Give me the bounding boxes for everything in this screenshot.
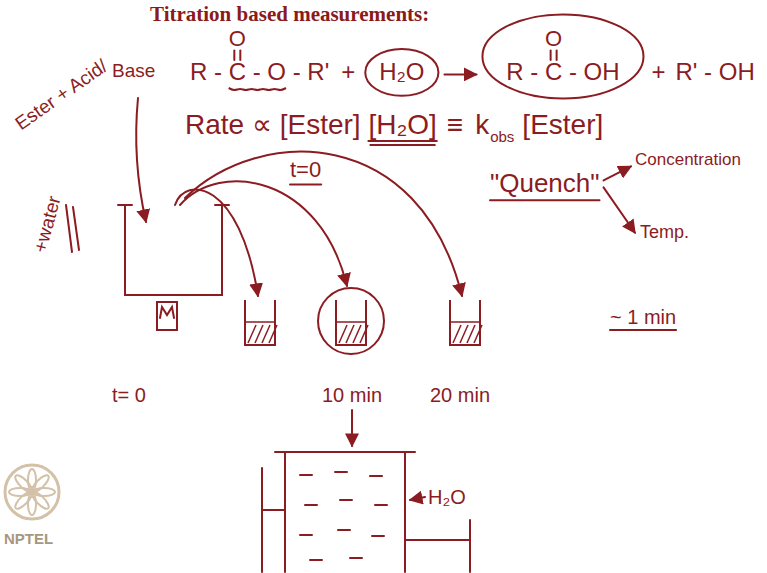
- liquid-hatching: [460, 325, 468, 343]
- sample-beaker: [245, 300, 482, 345]
- reaction-vessel: [125, 205, 222, 295]
- sample-time: 10 min: [322, 383, 382, 407]
- alcohol-formula: R' - OH: [676, 58, 755, 87]
- water-formula: H₂O: [379, 58, 424, 87]
- equivalence-sign: ≡: [447, 108, 463, 142]
- measured-strokes: [229, 14, 677, 500]
- quench-method: Temp.: [640, 222, 689, 244]
- liquid-level: [450, 321, 480, 323]
- liquid-hatching: [453, 325, 461, 343]
- mixture-note: Base: [112, 60, 155, 83]
- transfer-arrow: [180, 181, 347, 286]
- transfer-arrow: [136, 98, 462, 296]
- transfer-arrow: [351, 410, 353, 446]
- reaction-arrow: [444, 73, 476, 75]
- acid-formula: R - C - OH: [506, 58, 619, 87]
- carbonyl-oxygen: O: [545, 26, 562, 52]
- water-underline: [66, 205, 79, 252]
- wavy-underline: [229, 88, 286, 90]
- nptel-logo-text: NPTEL: [4, 530, 53, 548]
- quench-arrow: [604, 166, 631, 180]
- liquid-hatching: [467, 325, 475, 343]
- liquid-hatching: [339, 325, 347, 343]
- plus-sign: +: [652, 58, 666, 87]
- nptel-emblem: [13, 473, 34, 494]
- liquid-hatching: [255, 325, 263, 343]
- quench-heading: "Quench": [490, 168, 600, 199]
- stirrer-symbol: [157, 302, 177, 330]
- transfer-arrow: [185, 152, 462, 296]
- double-underline: [368, 140, 436, 142]
- liquid-level: [245, 321, 275, 323]
- nptel-emblem: [5, 465, 59, 519]
- plus-sign: +: [341, 58, 355, 87]
- mixture-note: +water: [29, 194, 66, 256]
- product-circle: [482, 14, 643, 98]
- liquid-hatching: [474, 325, 482, 343]
- rate-constant: k: [475, 108, 489, 142]
- ester-formula: R - C - O - R': [190, 58, 329, 87]
- stirrer-symbol: [160, 307, 174, 318]
- sample-circle: [318, 288, 384, 354]
- vessel-rim: [118, 204, 229, 206]
- liquid-hatching: [360, 325, 368, 343]
- rate-law: Rate ∝ [Ester] [H₂O]: [185, 108, 437, 142]
- liquid-hatching: [346, 325, 354, 343]
- quench-method: Concentration: [635, 150, 741, 170]
- slide-title: Titration based measurements:: [150, 2, 429, 27]
- time-note: ~ 1 min: [610, 305, 676, 329]
- bath-jacket: [262, 468, 470, 572]
- liquid-hatching: [353, 325, 361, 343]
- liquid-hatching: [269, 325, 277, 343]
- carbonyl-oxygen: O: [229, 26, 246, 52]
- sample-circle: [318, 288, 384, 354]
- water-dashes: [300, 472, 387, 560]
- underline: [290, 183, 321, 185]
- underline: [610, 329, 676, 331]
- reaction-vessel: [118, 205, 229, 295]
- ester-concentration: [Ester]: [522, 108, 603, 142]
- underline: [490, 199, 600, 201]
- water-bath: [262, 452, 470, 572]
- sample-time: 20 min: [430, 383, 490, 407]
- water-bath: [275, 452, 415, 572]
- liquid-level: [336, 321, 366, 323]
- transfer-arrow: [175, 189, 258, 296]
- nptel-emblem: [5, 465, 59, 519]
- sample-time: t= 0: [112, 383, 146, 407]
- rate-subscript: obs: [490, 128, 514, 146]
- mixture-note: Ester + Acid/: [11, 55, 112, 135]
- reactant-circle: [365, 49, 438, 96]
- liquid-hatching: [248, 325, 256, 343]
- liquid-hatching: [262, 325, 270, 343]
- time-zero: t=0: [290, 157, 321, 183]
- bath-label: H₂O: [428, 485, 466, 509]
- double-underline: [370, 144, 434, 146]
- leader-line: [410, 497, 425, 500]
- stirrer-symbol: [157, 302, 177, 330]
- quench-arrow: [604, 187, 635, 232]
- water-underline: [66, 205, 79, 252]
- addition-arrow: [136, 98, 146, 222]
